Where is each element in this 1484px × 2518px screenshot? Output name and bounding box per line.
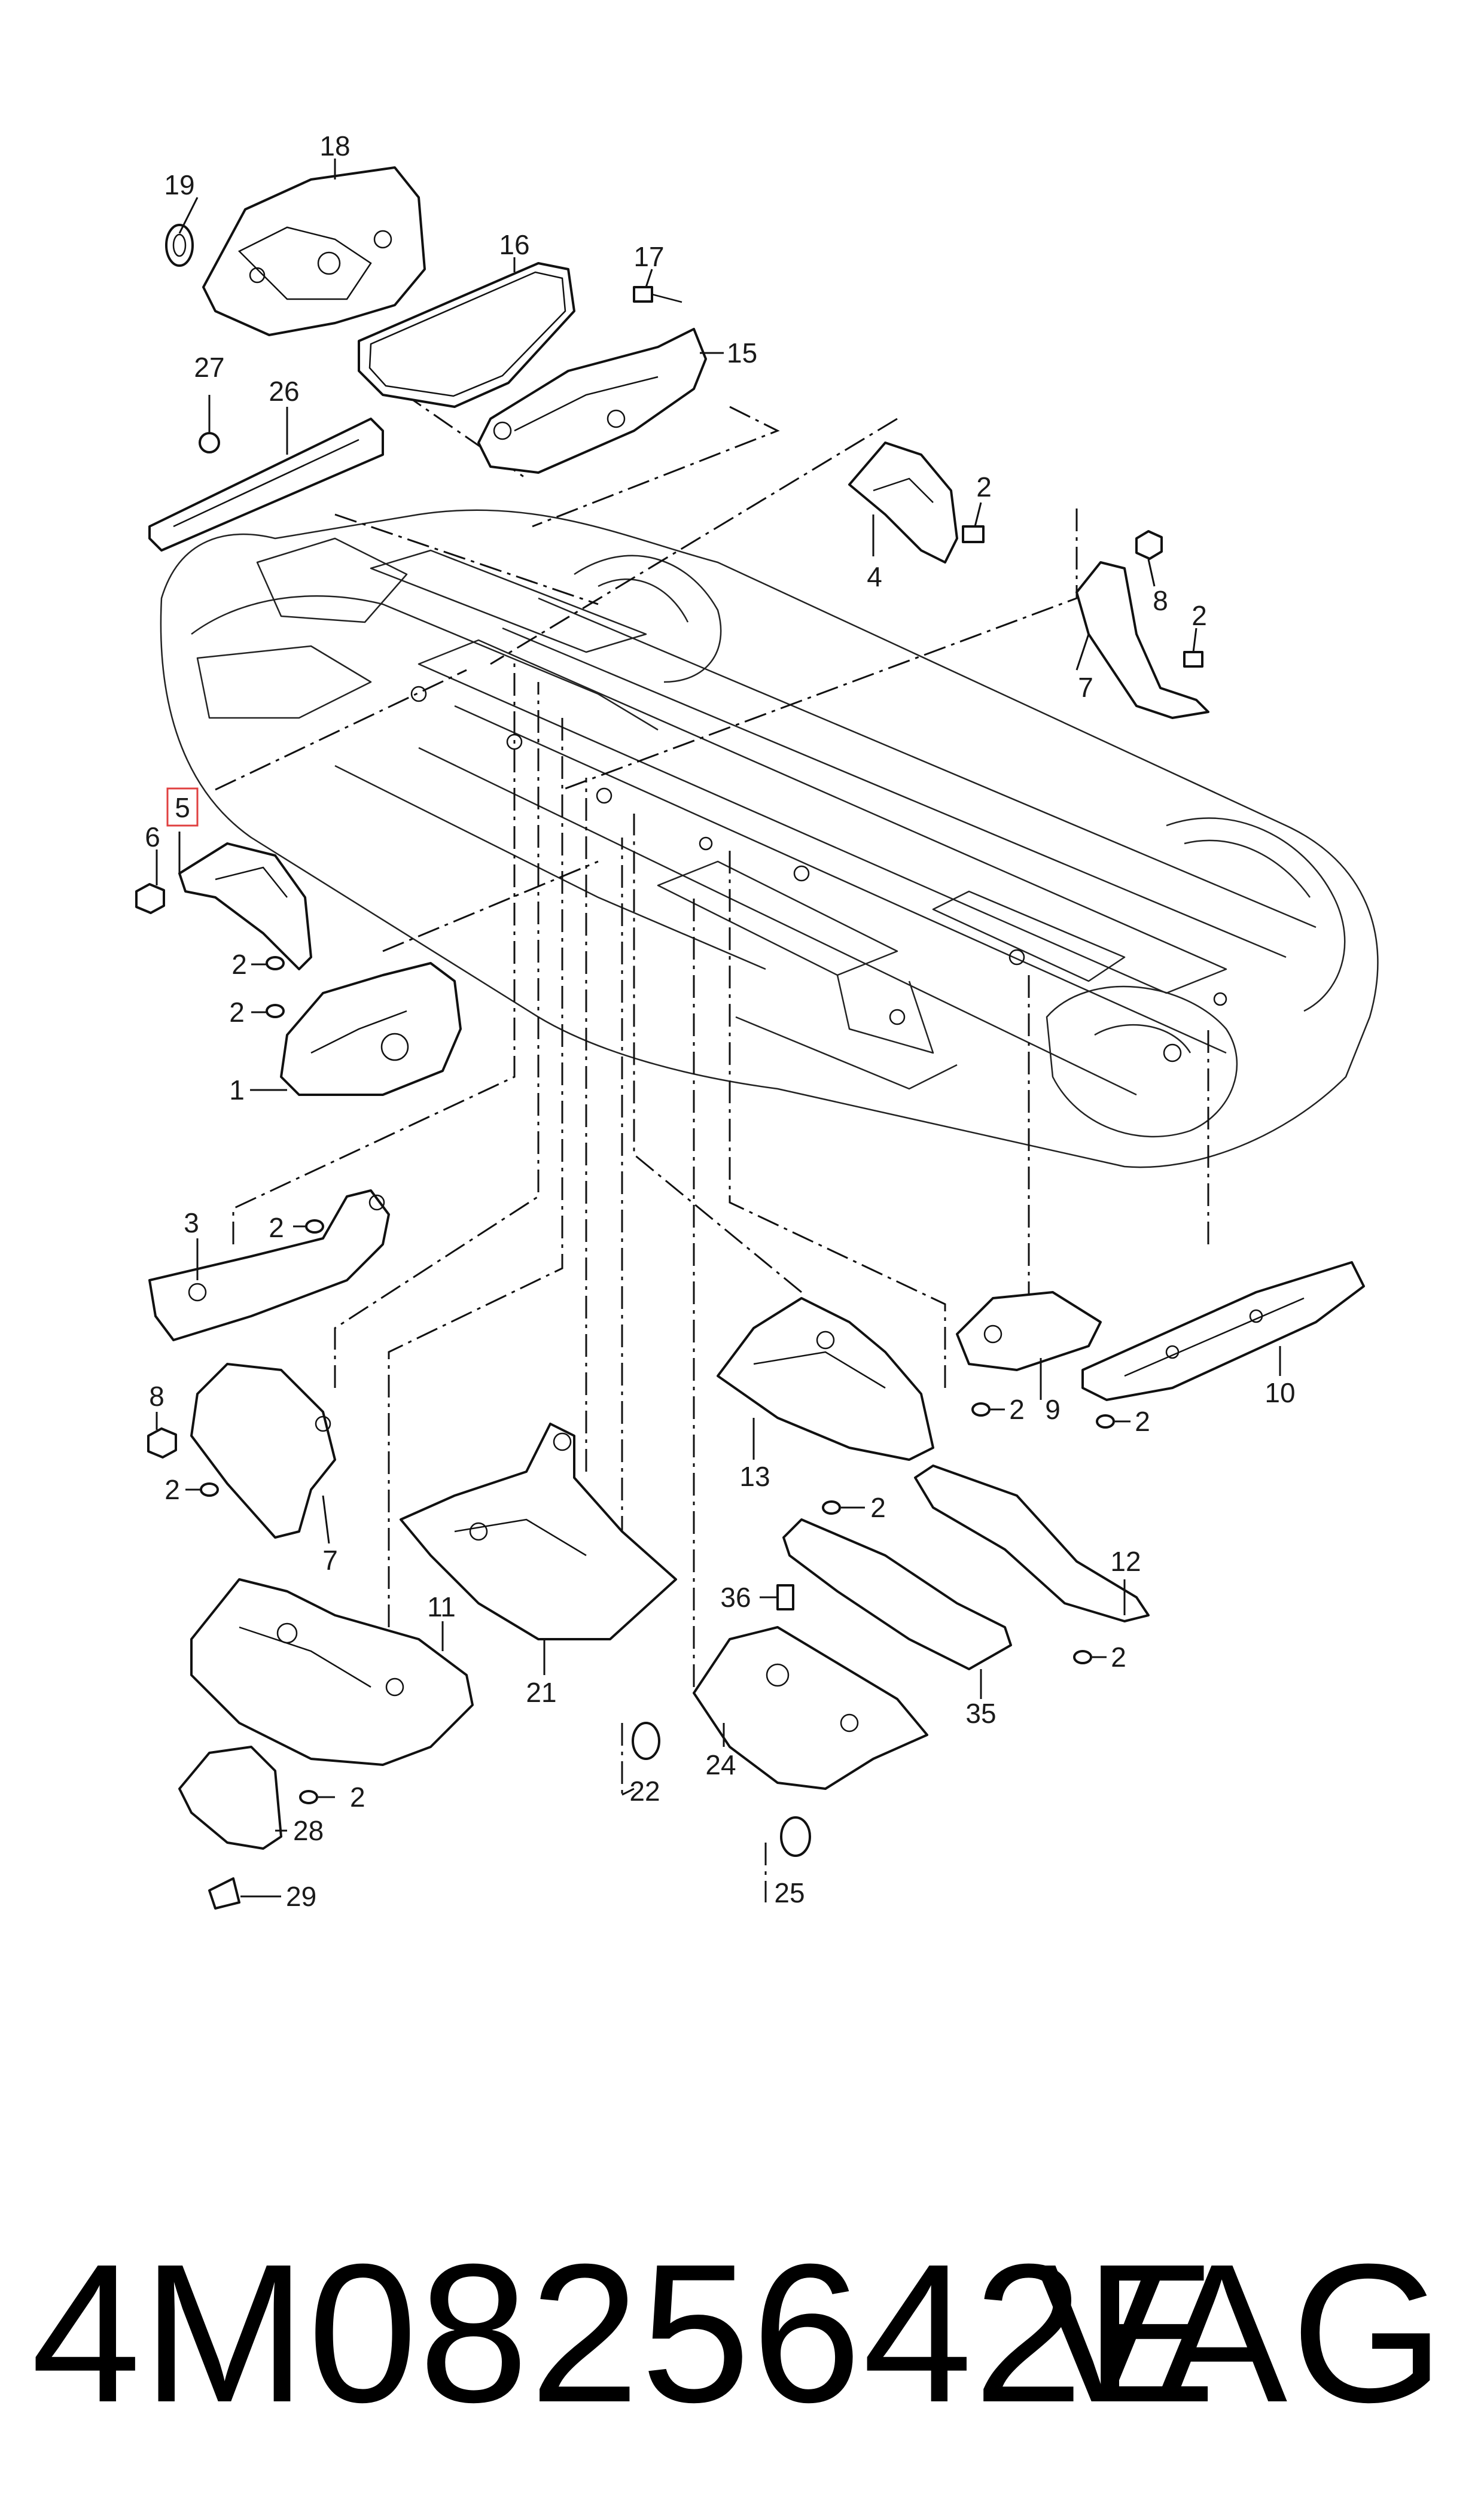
part-7-shield-upper <box>1075 561 1209 719</box>
part-2-nut-g <box>299 1790 318 1804</box>
callout-2-j: 2 <box>1135 1406 1150 1437</box>
part-11-large-shield <box>190 1578 474 1766</box>
callout-7-a: 7 <box>1078 672 1093 703</box>
vehicle-underbody <box>160 509 1379 1168</box>
part-28-bracket <box>178 1746 282 1850</box>
part-6-nut <box>135 883 165 914</box>
callout-19: 19 <box>164 169 194 200</box>
brand-label: VAG <box>1035 2222 1448 2443</box>
part-4-bracket <box>848 442 958 564</box>
part-2-nut-e <box>305 1219 324 1234</box>
callout-27: 27 <box>194 352 224 383</box>
callout-5-highlight-box <box>166 787 199 827</box>
callout-22: 22 <box>629 1776 660 1807</box>
callout-16: 16 <box>499 229 529 260</box>
callout-2-k: 2 <box>1111 1642 1126 1673</box>
callout-24: 24 <box>705 1749 736 1780</box>
part-2-nut-a <box>962 525 985 543</box>
callout-11: 11 <box>427 1591 456 1622</box>
part-2-nut-f <box>200 1482 219 1497</box>
part-13-heat-shield <box>717 1297 934 1461</box>
callout-2-g: 2 <box>350 1782 365 1813</box>
callout-8-b: 8 <box>149 1381 164 1412</box>
callout-25: 25 <box>774 1877 805 1908</box>
part-7-shield-left <box>190 1363 336 1539</box>
part-2-nut-i <box>971 1402 991 1417</box>
callout-2-d: 2 <box>229 997 245 1028</box>
callout-18: 18 <box>319 130 350 162</box>
callout-10: 10 <box>1264 1377 1295 1408</box>
callout-leaders <box>156 159 1281 1898</box>
part-12-strip-shield <box>914 1464 1150 1622</box>
part-24-heat-shield <box>693 1626 928 1790</box>
part-17-bolt <box>633 286 682 303</box>
callout-3: 3 <box>184 1207 199 1238</box>
callout-2-c: 2 <box>231 949 247 980</box>
callout-26: 26 <box>269 376 299 407</box>
callout-28: 28 <box>293 1815 324 1846</box>
callout-2-e: 2 <box>269 1212 284 1243</box>
callout-5: 5 <box>175 792 190 823</box>
part-9-shield <box>956 1291 1102 1371</box>
callout-17: 17 <box>633 241 664 272</box>
callout-2-b: 2 <box>1192 600 1207 631</box>
callout-36: 36 <box>720 1582 751 1613</box>
part-22-grommet <box>632 1722 660 1760</box>
part-number: 4M0825642E <box>31 2222 1218 2443</box>
part-8-nut-a <box>1135 530 1163 560</box>
callout-21: 21 <box>526 1677 556 1708</box>
callout-13: 13 <box>739 1461 770 1492</box>
callout-1: 1 <box>229 1074 245 1106</box>
part-15-heat-shield <box>477 328 707 474</box>
part-2-nut-j <box>1096 1414 1115 1429</box>
callout-8-a: 8 <box>1153 585 1168 616</box>
part-26-bracket <box>148 418 384 552</box>
part-2-nut-b <box>1183 651 1203 668</box>
part-2-nut-c <box>266 956 285 970</box>
callout-7-b: 7 <box>322 1545 338 1576</box>
callout-labels: 18 19 16 17 15 27 26 2 4 8 2 7 5 6 2 2 1… <box>145 130 1295 1912</box>
callout-29: 29 <box>286 1881 316 1912</box>
callout-6: 6 <box>145 821 160 852</box>
part-25-grommet <box>780 1816 811 1857</box>
callout-15: 15 <box>727 337 757 369</box>
callout-9: 9 <box>1045 1394 1061 1425</box>
callout-2-i: 2 <box>1009 1394 1025 1425</box>
part-8-nut-b <box>147 1427 177 1459</box>
callout-12: 12 <box>1110 1546 1141 1577</box>
callout-2-a: 2 <box>976 471 992 503</box>
callout-4: 4 <box>867 561 882 592</box>
part-19-grommet <box>165 224 194 267</box>
part-5-shield-bracket <box>178 842 312 970</box>
part-1-heat-shield <box>280 962 462 1096</box>
part-21-heat-shield <box>400 1423 677 1640</box>
part-35-strip-shield <box>782 1518 1012 1670</box>
part-29-clip <box>208 1877 240 1910</box>
part-18-heat-shield <box>202 166 426 336</box>
part-2-nut-h <box>822 1500 841 1515</box>
part-2-nut-k <box>1073 1650 1092 1664</box>
part-27-clip <box>199 432 220 453</box>
part-10-long-shield <box>1081 1261 1365 1401</box>
part-16-seal-ring <box>358 262 575 408</box>
callout-2-h: 2 <box>870 1492 886 1523</box>
part-3-bracket <box>148 1189 390 1341</box>
assembly-guide-lines <box>215 370 1209 1902</box>
part-36-bolt <box>776 1584 794 1610</box>
exploded-parts-diagram: 18 19 16 17 15 27 26 2 4 8 2 7 5 6 2 2 1… <box>135 130 1379 1912</box>
callout-35: 35 <box>965 1698 996 1729</box>
part-2-nut-d <box>266 1004 285 1018</box>
footer: 4M0825642E VAG <box>0 2213 1484 2453</box>
callout-2-f: 2 <box>164 1474 180 1505</box>
